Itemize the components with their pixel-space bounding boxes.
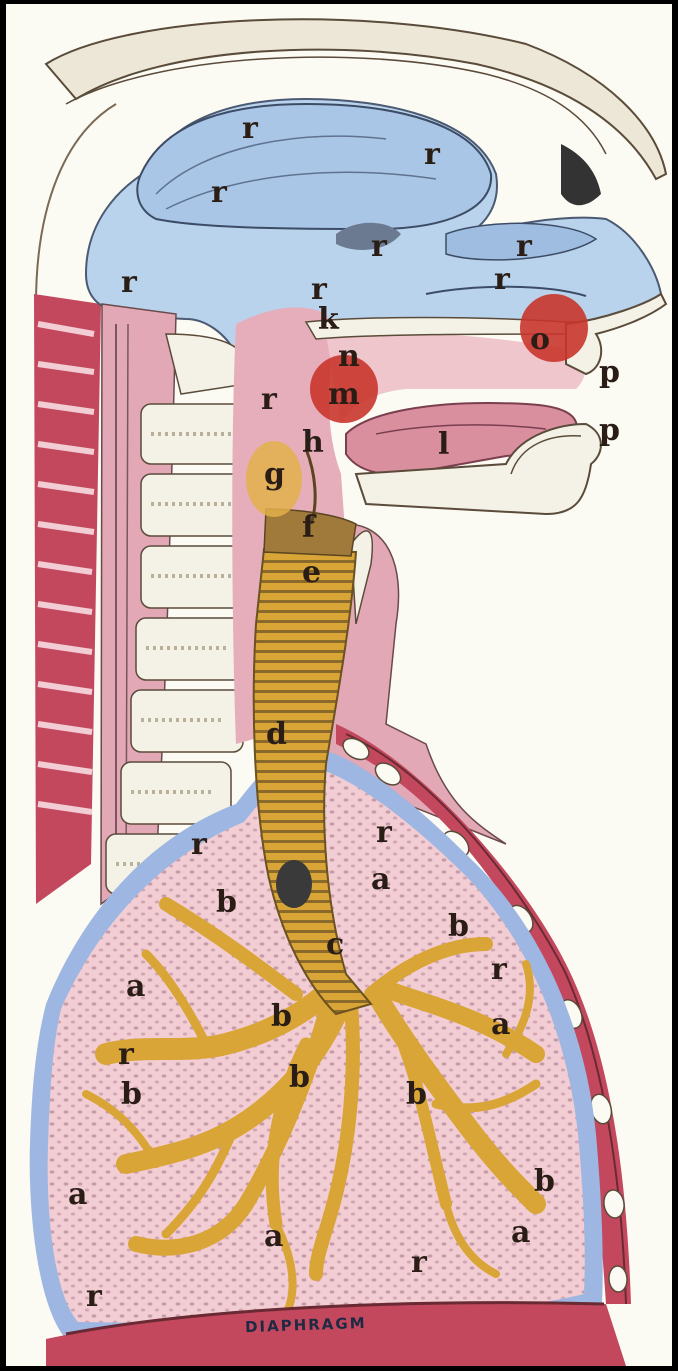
neck-muscle — [34, 294, 101, 904]
label-b: b — [216, 885, 237, 920]
label-a: a — [511, 1215, 530, 1250]
label-p: p — [599, 413, 620, 448]
label-a: a — [371, 862, 390, 897]
label-r: r — [424, 137, 441, 172]
label-c: c — [326, 927, 344, 962]
label-m: m — [328, 377, 360, 412]
label-a: a — [491, 1007, 510, 1042]
label-a: a — [126, 969, 145, 1004]
label-b: b — [121, 1077, 142, 1112]
label-a: a — [264, 1219, 283, 1254]
label-e: e — [302, 555, 321, 590]
label-b: b — [534, 1164, 555, 1199]
label-r: r — [242, 111, 259, 146]
label-r: r — [411, 1245, 428, 1280]
respiratory-tract-diagram: DIAPHRAGM r r r r r r r r k n m r o p p … — [6, 4, 672, 1366]
label-g: g — [264, 457, 285, 492]
anatomy-plate: DIAPHRAGM r r r r r r r r k n m r o p p … — [6, 4, 672, 1366]
label-r: r — [121, 265, 138, 300]
label-h: h — [302, 425, 324, 460]
label-r: r — [261, 382, 278, 417]
label-r: r — [118, 1037, 135, 1072]
label-a: a — [68, 1177, 87, 1212]
label-r: r — [211, 175, 228, 210]
label-n: n — [338, 339, 360, 374]
label-r: r — [376, 815, 393, 850]
label-r: r — [371, 229, 388, 264]
label-b: b — [271, 999, 292, 1034]
label-o: o — [530, 322, 550, 357]
label-d: d — [266, 717, 287, 752]
label-k: k — [318, 302, 340, 337]
label-b: b — [406, 1077, 427, 1112]
label-b: b — [289, 1060, 310, 1095]
label-r: r — [494, 262, 511, 297]
label-f: f — [302, 510, 317, 545]
label-b: b — [448, 909, 469, 944]
label-l: l — [438, 427, 449, 462]
label-r: r — [516, 229, 533, 264]
label-p: p — [599, 355, 620, 390]
label-r: r — [86, 1279, 103, 1314]
label-r: r — [491, 952, 508, 987]
label-r: r — [191, 827, 208, 862]
